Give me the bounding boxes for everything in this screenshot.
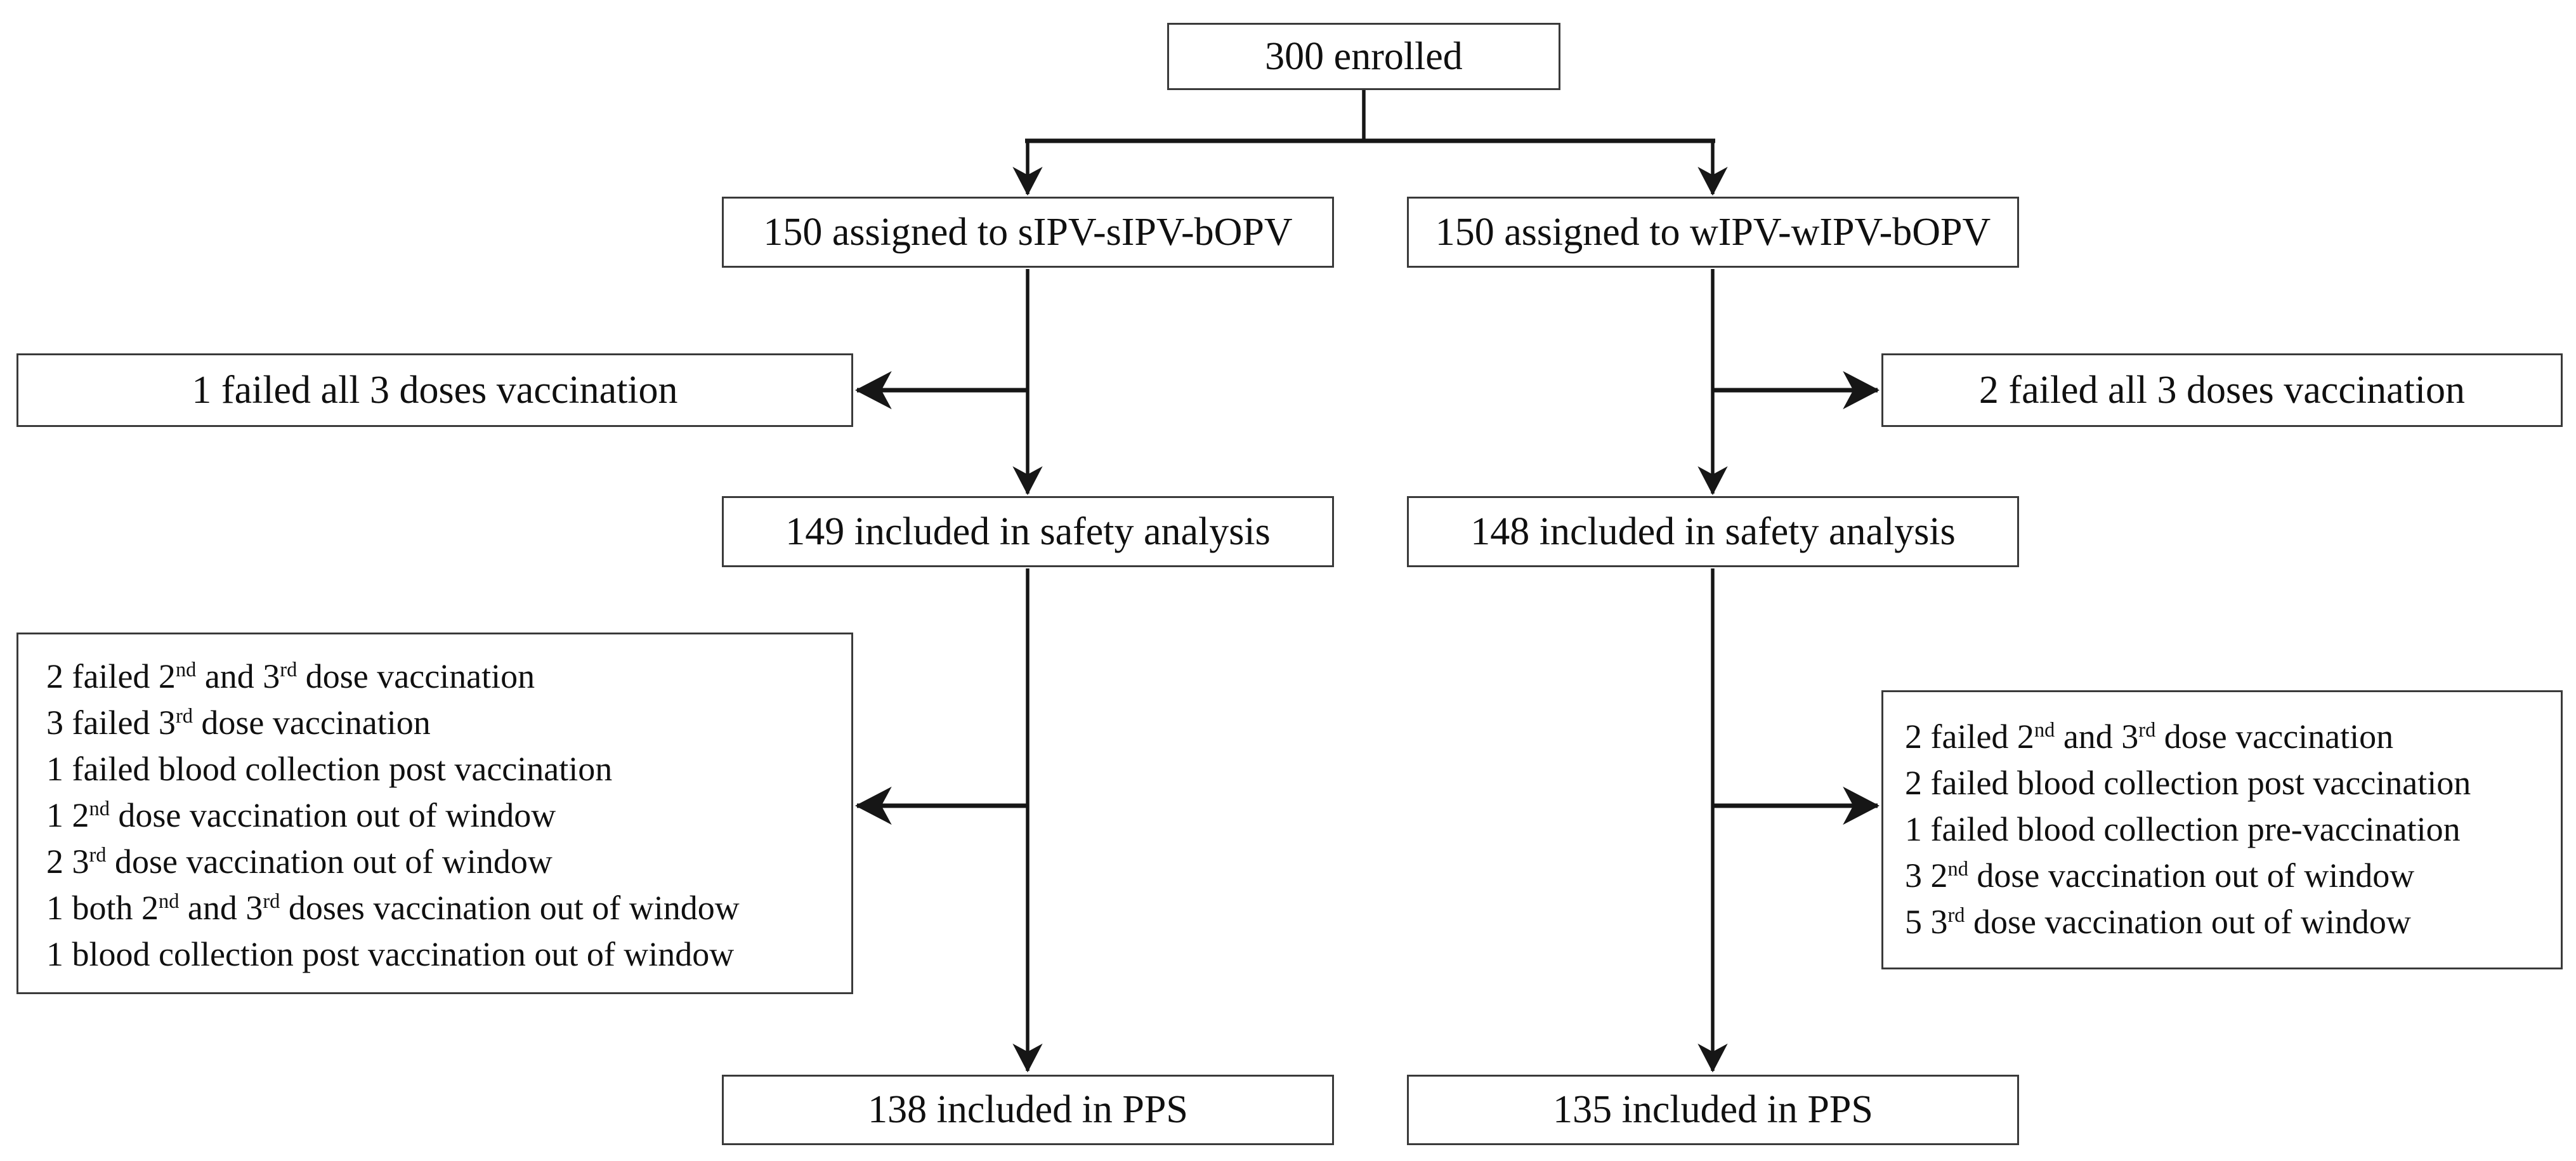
exclusion-line: 2 failed 2nd and 3rd dose vaccination [1905,718,2394,756]
sipv-safety-analysis-box: 149 included in safety analysis [722,496,1334,567]
ordinal-superscript: rd [89,844,107,867]
ordinal-superscript: rd [175,705,193,728]
sipv-excluded-all-doses-box: 1 failed all 3 doses vaccination [16,353,853,427]
sipv-assigned-label: 150 assigned to sIPV-sIPV-bOPV [763,210,1293,254]
ordinal-superscript: nd [2034,719,2055,742]
ordinal-superscript: nd [159,890,180,914]
exclusion-line: 2 3rd dose vaccination out of window [46,843,552,881]
wipv-pps-label: 135 included in PPS [1553,1088,1873,1131]
wipv-safety-analysis-box: 148 included in safety analysis [1407,496,2019,567]
wipv-excluded-all-doses-label: 2 failed all 3 doses vaccination [1978,368,2466,412]
wipv-assigned-label: 150 assigned to wIPV-wIPV-bOPV [1435,210,1991,254]
wipv-safety-analysis-label: 148 included in safety analysis [1470,509,1956,553]
sipv-pps-exclusions-box: 2 failed 2nd and 3rd dose vaccination 3 f… [16,633,853,994]
exclusion-line: 1 failed blood collection pre-vaccinatio… [1905,810,2461,848]
wipv-assigned-box: 150 assigned to wIPV-wIPV-bOPV [1407,197,2019,268]
exclusion-line: 1 blood collection post vaccination out … [46,935,735,973]
exclusion-line: 1 both 2nd and 3rd doses vaccination out… [46,889,740,927]
ordinal-superscript: rd [1947,904,1965,928]
sipv-assigned-box: 150 assigned to sIPV-sIPV-bOPV [722,197,1334,268]
wipv-excluded-all-doses-box: 2 failed all 3 doses vaccination [1881,353,2563,427]
wipv-pps-exclusions-box: 2 failed 2nd and 3rd dose vaccination 2 f… [1881,690,2563,969]
enrolled-label: 300 enrolled [1265,34,1463,78]
exclusion-line: 5 3rd dose vaccination out of window [1905,903,2411,941]
exclusion-line: 3 2nd dose vaccination out of window [1905,856,2415,895]
ordinal-superscript: nd [1947,858,1968,881]
sipv-excluded-all-doses-label: 1 failed all 3 doses vaccination [192,368,678,412]
ordinal-superscript: nd [175,659,197,682]
ordinal-superscript: rd [280,659,297,682]
sipv-safety-analysis-label: 149 included in safety analysis [785,509,1271,553]
sipv-pps-label: 138 included in PPS [868,1088,1188,1131]
enrolled-box: 300 enrolled [1167,23,1560,90]
ordinal-superscript: nd [89,797,110,821]
ordinal-superscript: rd [2138,719,2156,742]
ordinal-superscript: rd [263,890,280,914]
wipv-pps-box: 135 included in PPS [1407,1075,2019,1145]
exclusion-line: 1 2nd dose vaccination out of window [46,796,556,834]
exclusion-line: 2 failed blood collection post vaccinati… [1905,764,2471,802]
exclusion-line: 2 failed 2nd and 3rd dose vaccination [46,657,535,695]
sipv-pps-box: 138 included in PPS [722,1075,1334,1145]
exclusion-line: 3 failed 3rd dose vaccination [46,704,431,742]
exclusion-line: 1 failed blood collection post vaccinati… [46,750,613,788]
